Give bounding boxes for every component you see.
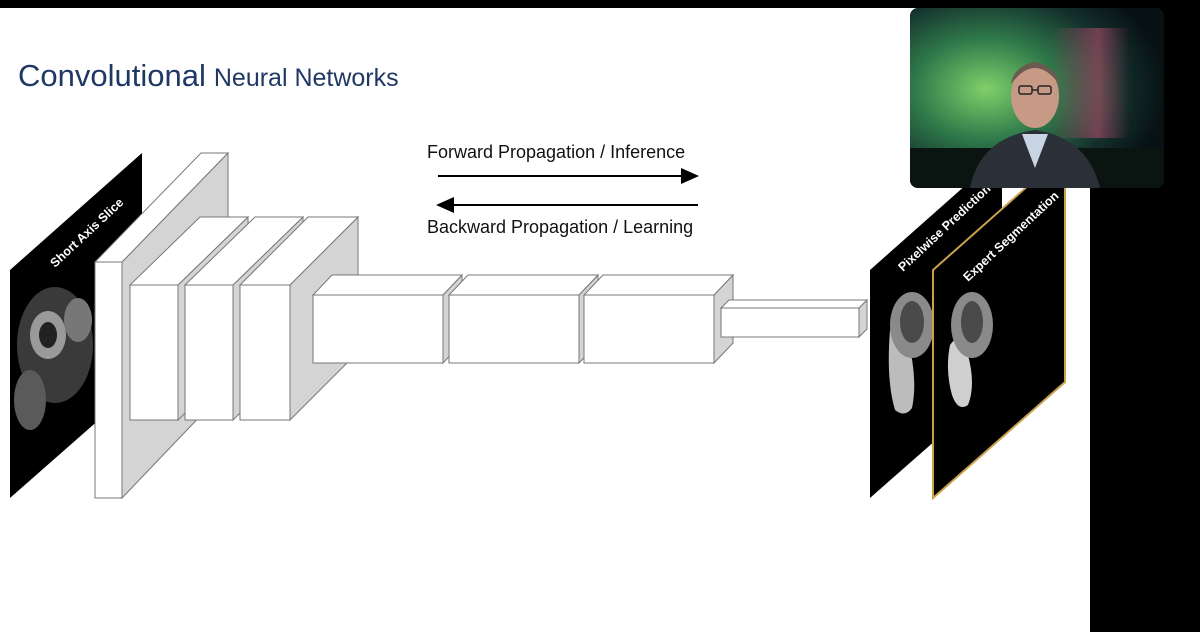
forward-label: Forward Propagation / Inference xyxy=(427,142,686,162)
conv-block-6 xyxy=(447,273,600,365)
expert-region-dark xyxy=(961,301,983,343)
presenter-face xyxy=(1011,64,1059,128)
conv-block-8 xyxy=(719,298,869,339)
mri-heart-left-cavity xyxy=(39,322,57,348)
presenter-shirt xyxy=(1022,134,1048,168)
title-main: Convolutional xyxy=(18,58,206,93)
mri-tissue xyxy=(14,370,46,430)
title-rest: Neural Networks xyxy=(213,64,399,92)
input-image-panel: Short Axis Slice xyxy=(10,153,142,498)
conv-block-7 xyxy=(582,273,735,365)
conv-block-5 xyxy=(311,273,464,365)
backward-label: Backward Propagation / Learning xyxy=(427,217,694,237)
presenter-hair xyxy=(1011,62,1059,84)
mri-heart-right xyxy=(64,298,92,342)
prediction-region-dark xyxy=(900,301,924,343)
presenter-video-icon xyxy=(910,8,1164,188)
presenter-webcam xyxy=(910,8,1164,188)
